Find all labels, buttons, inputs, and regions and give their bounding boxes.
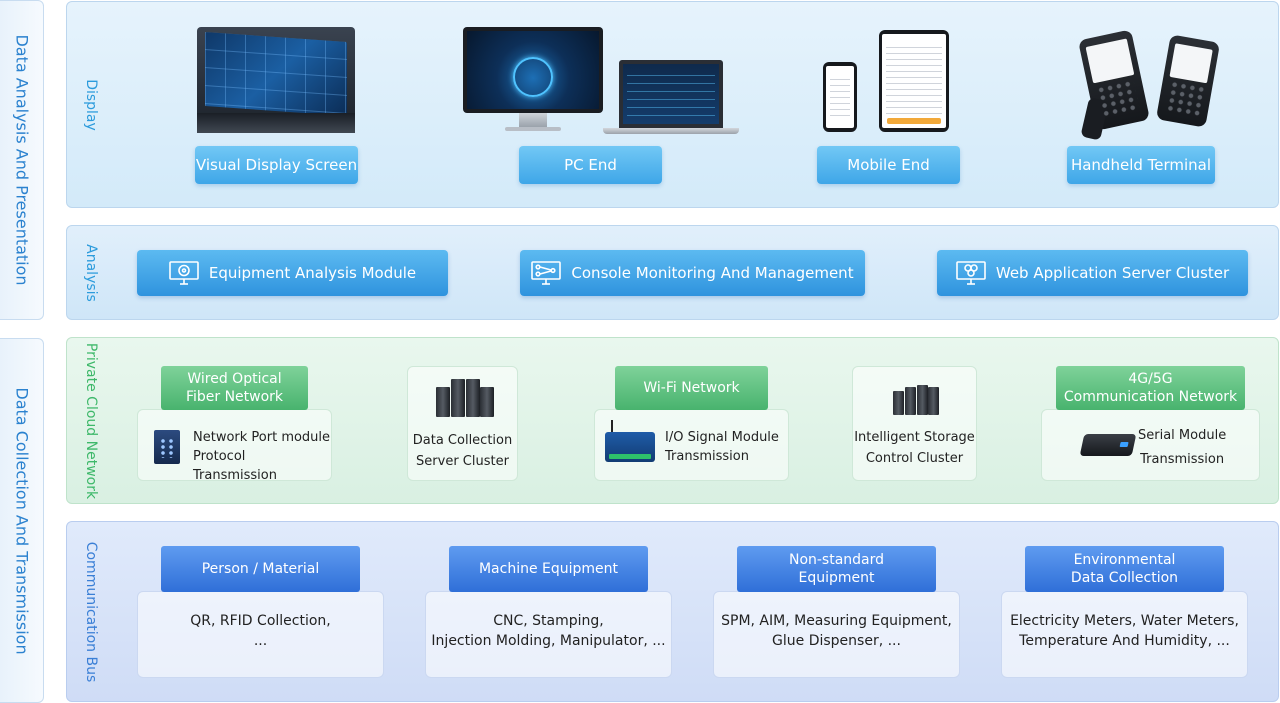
cellular-network-title: 4G/5G Communication Network xyxy=(1056,366,1245,410)
cloud-network-layer: Private Cloud Network Network Port modul… xyxy=(66,337,1279,504)
display-item-visual-screen: Visual Display Screen xyxy=(195,146,358,184)
handheld-terminal-image xyxy=(1155,34,1221,128)
analysis-item-equipment: Equipment Analysis Module xyxy=(137,250,448,296)
network-switch-icon xyxy=(154,430,180,464)
analysis-item-console: Console Monitoring And Management xyxy=(520,250,865,296)
wired-network-title: Wired Optical Fiber Network xyxy=(161,366,308,410)
display-layer-label: Display xyxy=(83,78,99,131)
monitor-network-icon xyxy=(531,261,562,285)
side-band-analysis-presentation: Data Analysis And Presentation xyxy=(0,0,44,320)
io-module-icon xyxy=(605,420,655,462)
bus-card-non-standard: SPM, AIM, Measuring Equipment, Glue Disp… xyxy=(713,591,960,678)
display-item-mobile-end: Mobile End xyxy=(817,146,960,184)
bus-card-person-material: QR, RFID Collection, ... xyxy=(137,591,384,678)
analysis-layer: Analysis Equipment Analysis Module Conso… xyxy=(66,225,1279,320)
communication-bus-layer: Communication Bus QR, RFID Collection, .… xyxy=(66,521,1279,702)
data-server-card: Data Collection Server Cluster xyxy=(407,366,518,481)
wifi-network-title: Wi-Fi Network xyxy=(615,366,768,410)
display-item-handheld-terminal: Handheld Terminal xyxy=(1067,146,1215,184)
tablet-phone-image xyxy=(879,30,949,132)
cellular-network-card: Serial Module Transmission xyxy=(1041,409,1260,481)
handheld-scanner-image xyxy=(1078,29,1150,141)
cloud-network-layer-label: Private Cloud Network xyxy=(83,342,99,499)
bus-title-environmental: Environmental Data Collection xyxy=(1025,546,1224,592)
bus-title-machine-equipment: Machine Equipment xyxy=(449,546,648,592)
side-band-collection-transmission: Data Collection And Transmission xyxy=(0,338,44,703)
side-label-top: Data Analysis And Presentation xyxy=(12,34,31,286)
display-layer: Display Visual Display Screen PC End Mob… xyxy=(66,1,1279,208)
monitor-cluster-icon xyxy=(956,261,986,285)
bus-title-non-standard: Non-standard Equipment xyxy=(737,546,936,592)
bus-card-machine-equipment: CNC, Stamping, Injection Molding, Manipu… xyxy=(425,591,672,678)
wifi-network-card: I/O Signal Module Transmission xyxy=(594,409,789,481)
smartphone-image xyxy=(823,62,857,132)
analysis-layer-label: Analysis xyxy=(83,243,99,302)
wired-network-card: Network Port module Protocol Transmissio… xyxy=(137,409,332,483)
analysis-item-web-server: Web Application Server Cluster xyxy=(937,250,1248,296)
monitor-target-icon xyxy=(169,261,199,285)
storage-cluster-card: Intelligent Storage Control Cluster xyxy=(852,366,977,481)
bus-title-person-material: Person / Material xyxy=(161,546,360,592)
desktop-monitor-image xyxy=(463,27,603,131)
server-rack-icon xyxy=(436,379,494,417)
bus-card-environmental: Electricity Meters, Water Meters, Temper… xyxy=(1001,591,1248,678)
side-label-bottom: Data Collection And Transmission xyxy=(12,386,31,655)
storage-server-icon xyxy=(893,385,939,415)
communication-bus-layer-label: Communication Bus xyxy=(83,541,99,682)
video-wall-image xyxy=(197,27,355,133)
serial-module-icon xyxy=(1079,434,1137,456)
display-item-pc-end: PC End xyxy=(519,146,662,184)
laptop-image xyxy=(603,60,739,134)
